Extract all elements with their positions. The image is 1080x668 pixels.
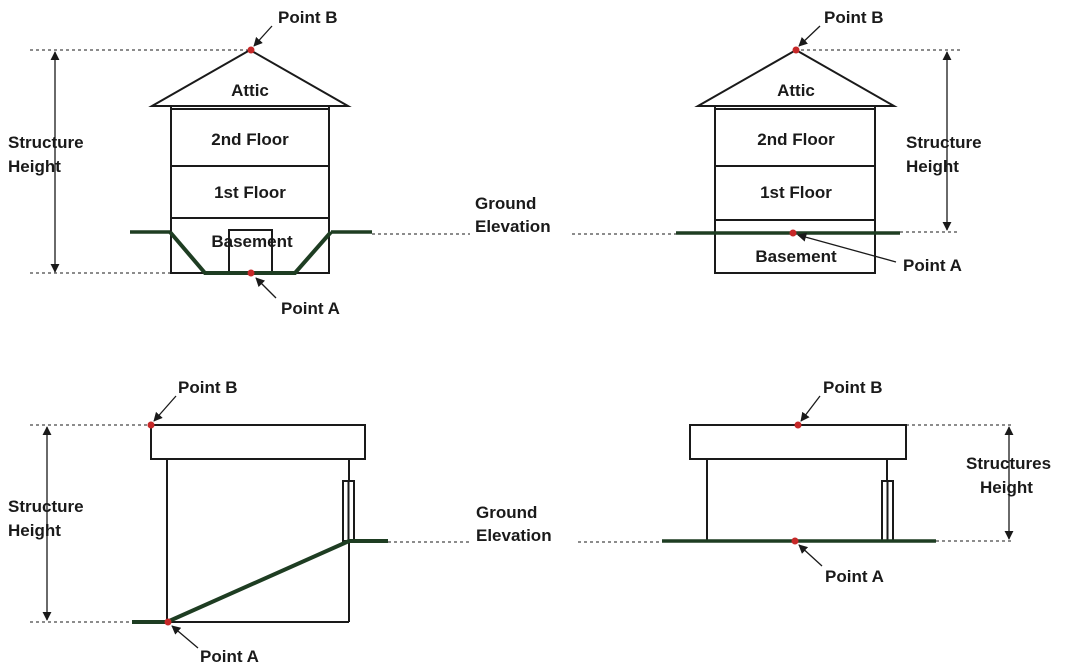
point-a-marker [164, 618, 172, 626]
point-b-marker [794, 421, 802, 429]
structure-height-label-line2: Height [8, 521, 61, 540]
point-b-marker [792, 46, 800, 54]
structure-height-label-line1: Structure [906, 133, 982, 152]
ground-label-line2: Elevation [475, 217, 551, 236]
ground-label-line1: Ground [475, 194, 536, 213]
slab-deck [150, 424, 366, 460]
point-a-marker [247, 269, 255, 277]
structure-height-label-line1: Structure [8, 133, 84, 152]
point-a-marker [791, 537, 799, 545]
structure-height-label-line2: Height [8, 157, 61, 176]
panel-elevated-slab: Point B Point A Structures Height [662, 378, 1051, 586]
structure-height-label-line1: Structure [8, 497, 84, 516]
point-a-label: Point A [825, 567, 884, 586]
point-b-marker [147, 421, 155, 429]
structure-height-label-line2: Height [980, 478, 1033, 497]
point-b-arrow [153, 395, 177, 422]
room-label-basement: Basement [211, 232, 293, 251]
room-label-basement: Basement [755, 247, 837, 266]
structure-height-label-line2: Height [906, 157, 959, 176]
point-b-arrow [800, 395, 821, 422]
ground-elevation-top: Ground Elevation [372, 194, 676, 236]
point-b-arrow [798, 25, 821, 47]
point-a-label: Point A [281, 299, 340, 318]
room-label-2nd-floor: 2nd Floor [757, 130, 835, 149]
panel-basement-house: Attic 2nd Floor 1st Floor Basement Point… [8, 8, 372, 318]
panel-sloped-slab: Point B Point A Structure Height [8, 378, 388, 666]
point-a-label: Point A [903, 256, 962, 275]
point-b-label: Point B [278, 8, 338, 27]
point-a-arrow [255, 277, 277, 299]
slab-deck [689, 424, 907, 460]
ground-label-line1: Ground [476, 503, 537, 522]
point-b-arrow [253, 25, 273, 47]
room-label-attic: Attic [777, 81, 815, 100]
room-label-2nd-floor: 2nd Floor [211, 130, 289, 149]
room-label-1st-floor: 1st Floor [760, 183, 832, 202]
ground-elevation-bottom: Ground Elevation [388, 503, 662, 545]
room-label-1st-floor: 1st Floor [214, 183, 286, 202]
point-a-arrow [171, 625, 199, 649]
basement-box [714, 219, 876, 274]
first-floor-box [170, 165, 330, 219]
point-a-arrow [797, 232, 897, 263]
point-a-label: Point A [200, 647, 259, 666]
point-b-label: Point B [823, 378, 883, 397]
point-a-marker [789, 229, 797, 237]
ground-label-line2: Elevation [476, 526, 552, 545]
point-b-label: Point B [178, 378, 238, 397]
structure-height-label-line1: Structures [966, 454, 1051, 473]
point-b-marker [247, 46, 255, 54]
sloped-ground [132, 539, 388, 624]
room-label-attic: Attic [231, 81, 269, 100]
panel-walkout-house: Attic 2nd Floor 1st Floor Basement Point… [676, 8, 982, 275]
point-b-label: Point B [824, 8, 884, 27]
point-a-arrow [798, 544, 823, 567]
